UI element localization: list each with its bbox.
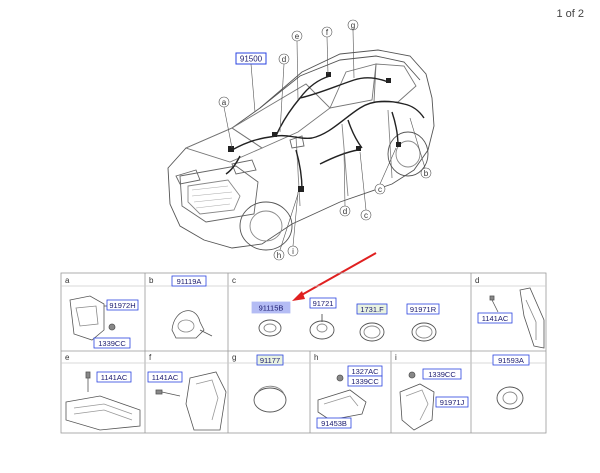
cell-h-code-2: 1339CC xyxy=(351,377,379,386)
cell-h-code-3: 91453B xyxy=(321,419,347,428)
svg-text:d: d xyxy=(282,55,286,64)
cell-i-part-drawing xyxy=(399,371,435,431)
cell-b-part-drawing xyxy=(171,310,213,339)
callout-i: i xyxy=(292,247,294,256)
callout-a: a xyxy=(222,98,227,107)
wiring-harness xyxy=(225,75,425,191)
cell-c-grommets xyxy=(258,314,437,342)
cell-h-part-drawing xyxy=(317,374,367,421)
cell-a-code-1: 91972H xyxy=(109,301,135,310)
main-part-code: 91500 xyxy=(240,55,263,64)
cell-d-part-drawing xyxy=(489,287,545,349)
callout-e: e xyxy=(295,32,300,41)
cell-letter-d: d xyxy=(475,276,479,285)
cell-f-code-1: 1141AC xyxy=(152,373,179,382)
connectors xyxy=(228,72,401,192)
cell-letter-e: e xyxy=(65,353,70,362)
cell-i-code-2: 91971J xyxy=(440,398,465,407)
extra-cell-code-1: 91593A xyxy=(498,356,524,365)
callouts xyxy=(218,19,432,261)
cell-c-code-1: 91115B xyxy=(259,304,284,313)
cell-letter-f: f xyxy=(149,353,152,362)
car-illustration xyxy=(167,49,435,251)
cell-letter-b: b xyxy=(149,276,154,285)
cell-b-code-1: 91119A xyxy=(177,277,202,286)
extra-cell-part-drawing xyxy=(496,386,524,410)
callout-b: b xyxy=(424,169,429,178)
cell-i-code-1: 1339CC xyxy=(428,370,456,379)
cell-a-code-2: 1339CC xyxy=(98,339,126,348)
callout-c: c xyxy=(364,211,368,220)
cell-d-code-1: 1141AC xyxy=(482,314,509,323)
page-number: 1 of 2 xyxy=(556,8,584,20)
highlight-arrow xyxy=(292,252,377,301)
cell-g-code-1: 91177 xyxy=(260,356,280,365)
cell-h-code-1: 1327AC xyxy=(351,367,379,376)
parts-table xyxy=(60,272,547,434)
cell-e-part-drawing xyxy=(65,371,141,431)
cell-letter-i: i xyxy=(395,353,397,362)
cell-letter-h: h xyxy=(314,353,318,362)
cell-a-part-drawing xyxy=(69,295,116,341)
cell-c-code-3: 1731.F xyxy=(360,305,384,314)
callout-d: d xyxy=(343,207,347,216)
cell-f-part-drawing xyxy=(155,371,227,431)
cell-letter-c: c xyxy=(232,276,236,285)
callout-f: f xyxy=(326,28,329,37)
callout-h: h xyxy=(277,251,281,260)
cell-g-part-drawing xyxy=(253,385,287,413)
cell-letter-a: a xyxy=(65,276,70,285)
cell-c-code-2: 91721 xyxy=(313,299,334,308)
callout-g: g xyxy=(351,21,355,30)
cell-c-code-4: 91971R xyxy=(410,305,437,314)
cell-e-code-1: 1141AC xyxy=(101,373,128,382)
svg-text:c: c xyxy=(378,185,382,194)
cell-letter-g: g xyxy=(232,353,236,362)
